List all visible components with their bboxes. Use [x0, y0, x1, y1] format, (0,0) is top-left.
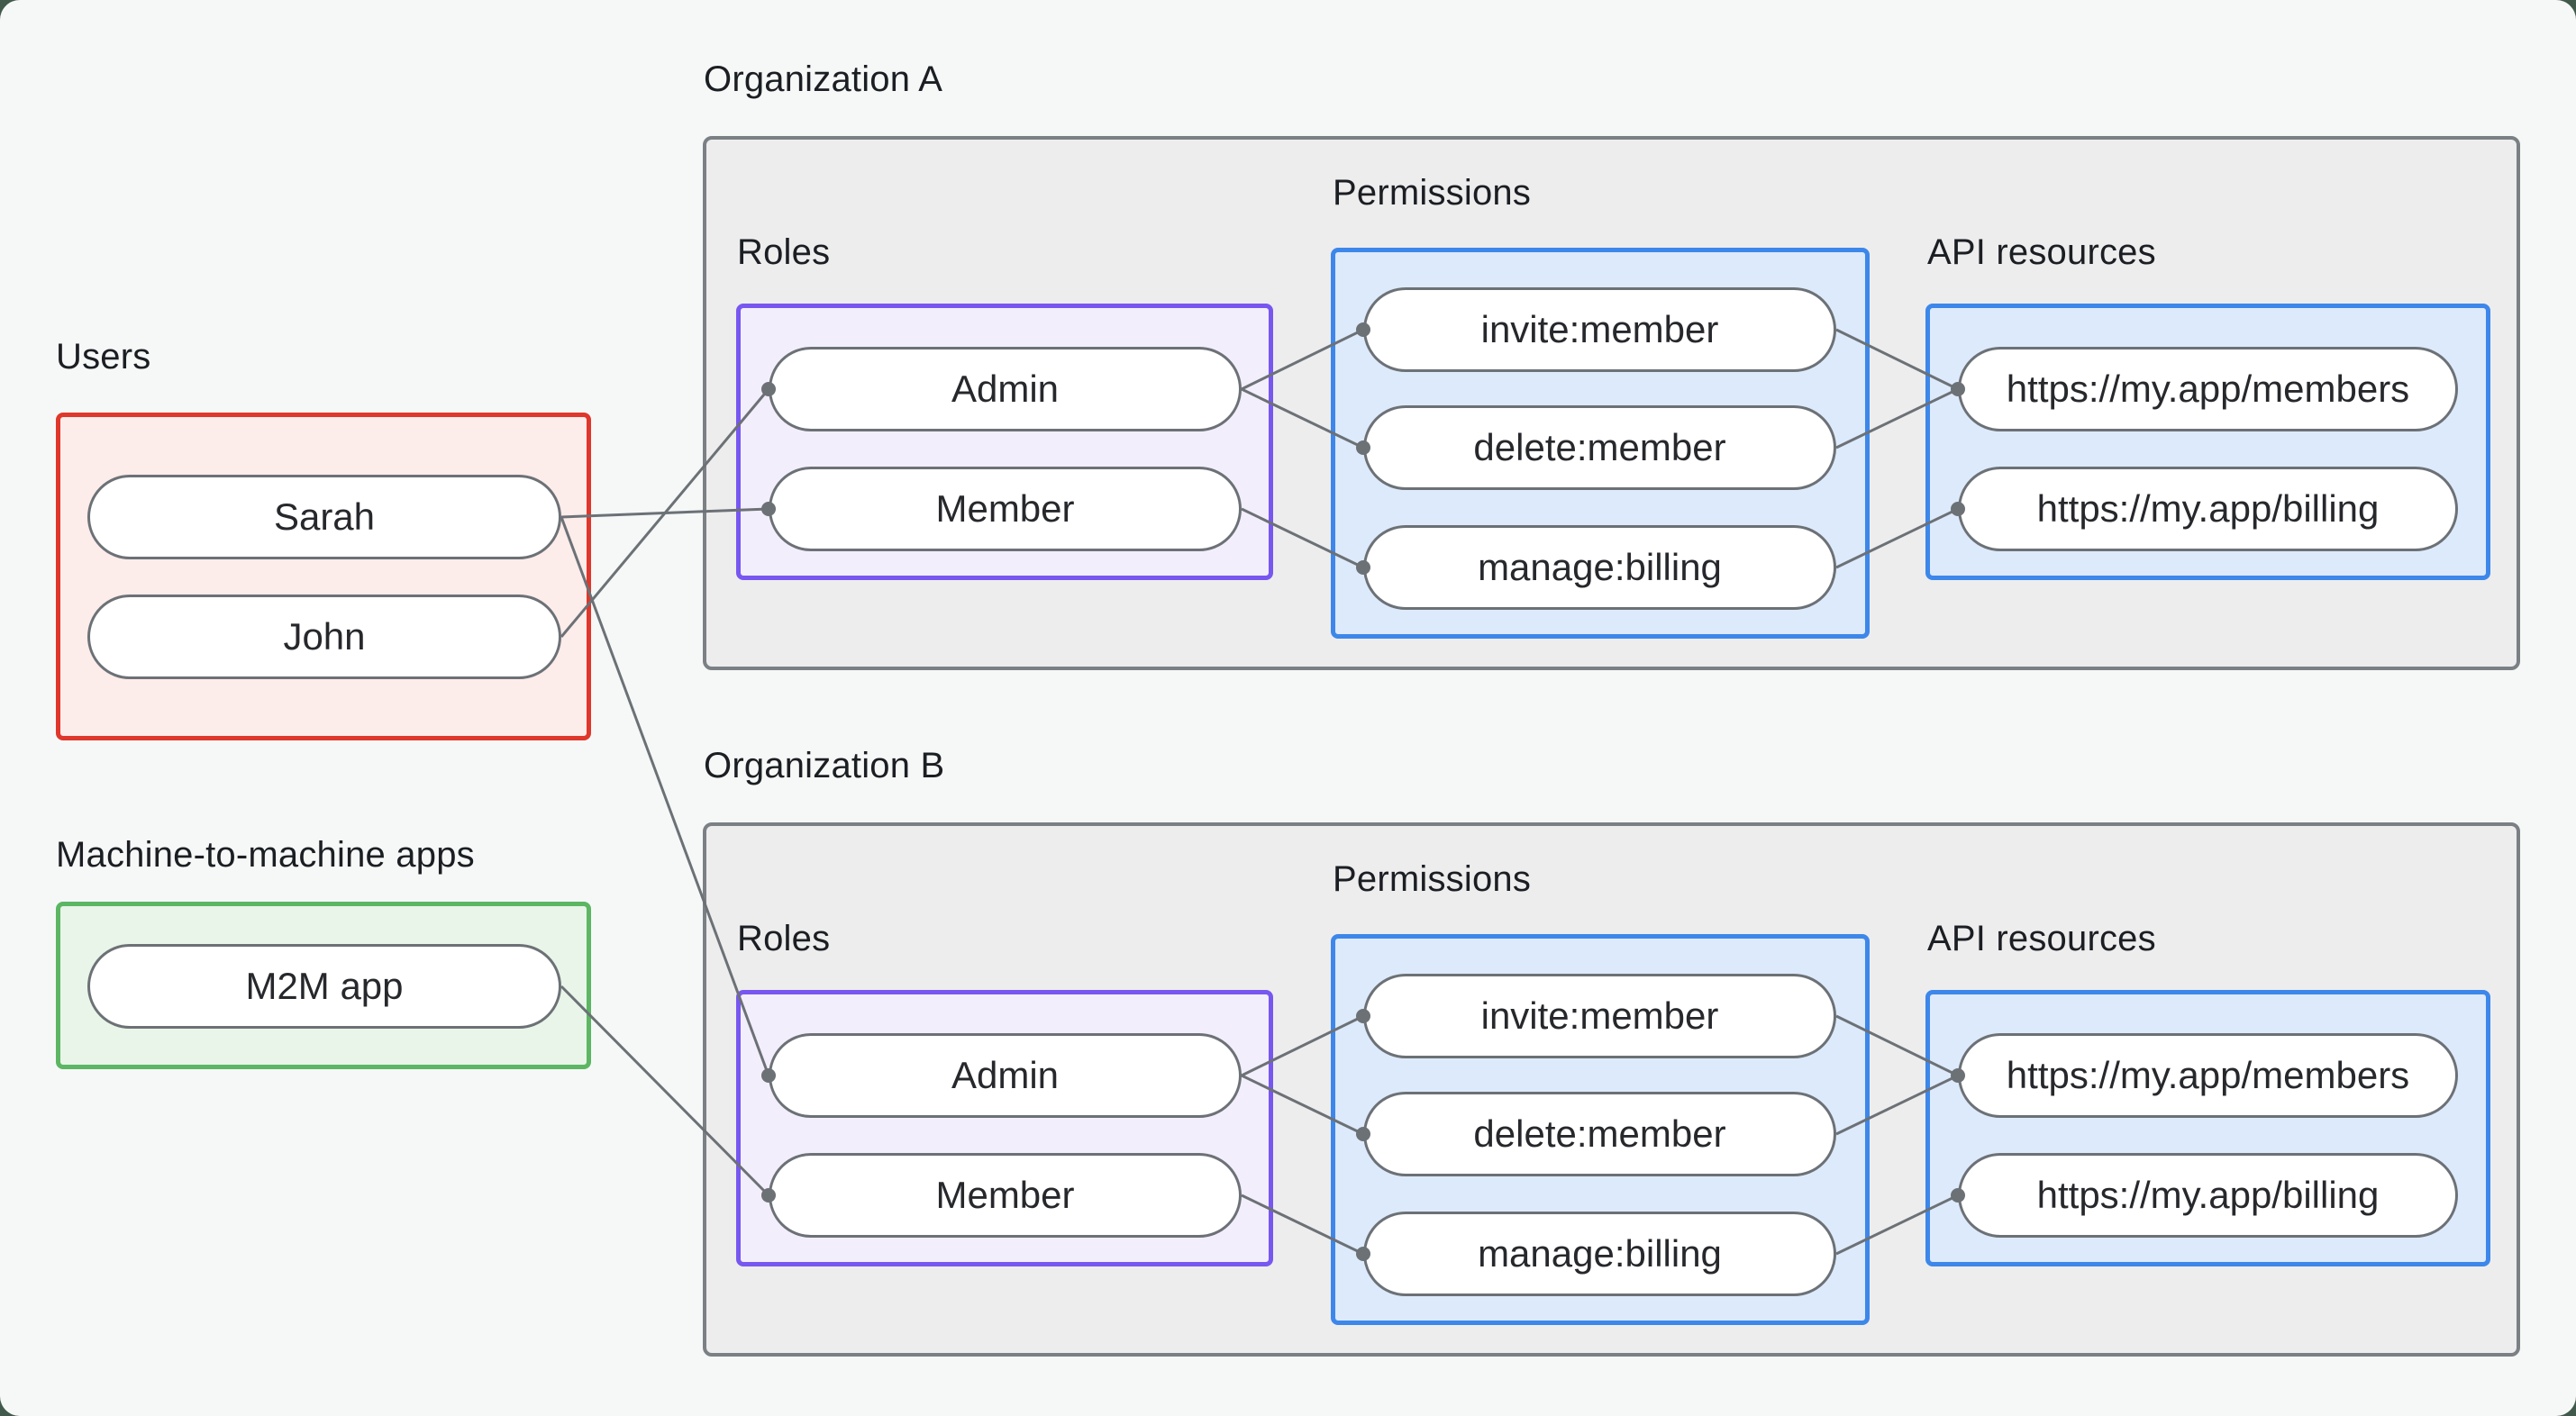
org-a-title: Organization A: [704, 59, 943, 99]
org-b-title: Organization B: [704, 746, 945, 785]
org-b-node-admin: Admin: [769, 1033, 1242, 1118]
org-a-api-resources-label: API resources: [1927, 232, 2156, 272]
org-b-node-delete-member: delete:member: [1363, 1092, 1836, 1176]
org-a-permissions-label: Permissions: [1333, 173, 1532, 213]
org-b-permissions-label: Permissions: [1333, 859, 1532, 899]
org-b-api-resources-label: API resources: [1927, 919, 2156, 958]
org-a-node-api-billing: https://my.app/billing: [1958, 467, 2458, 551]
org-b-node-manage-billing: manage:billing: [1363, 1212, 1836, 1296]
m2m-group-label: Machine-to-machine apps: [56, 835, 475, 875]
org-b-node-api-members: https://my.app/members: [1958, 1033, 2458, 1118]
node-user-sarah: Sarah: [87, 475, 561, 559]
org-b-node-invite-member: invite:member: [1363, 974, 1836, 1058]
org-a-roles-label: Roles: [737, 232, 831, 272]
org-a-node-member: Member: [769, 467, 1242, 551]
org-a-node-manage-billing: manage:billing: [1363, 525, 1836, 610]
org-b-node-member: Member: [769, 1153, 1242, 1238]
org-b-node-api-billing: https://my.app/billing: [1958, 1153, 2458, 1238]
node-m2m-app: M2M app: [87, 944, 561, 1029]
org-a-node-delete-member: delete:member: [1363, 405, 1836, 490]
org-a-node-api-members: https://my.app/members: [1958, 347, 2458, 431]
users-group-label: Users: [56, 337, 151, 377]
users-group-box: [56, 413, 591, 740]
org-a-node-invite-member: invite:member: [1363, 287, 1836, 372]
node-user-john: John: [87, 595, 561, 679]
org-a-node-admin: Admin: [769, 347, 1242, 431]
org-b-roles-label: Roles: [737, 919, 831, 958]
